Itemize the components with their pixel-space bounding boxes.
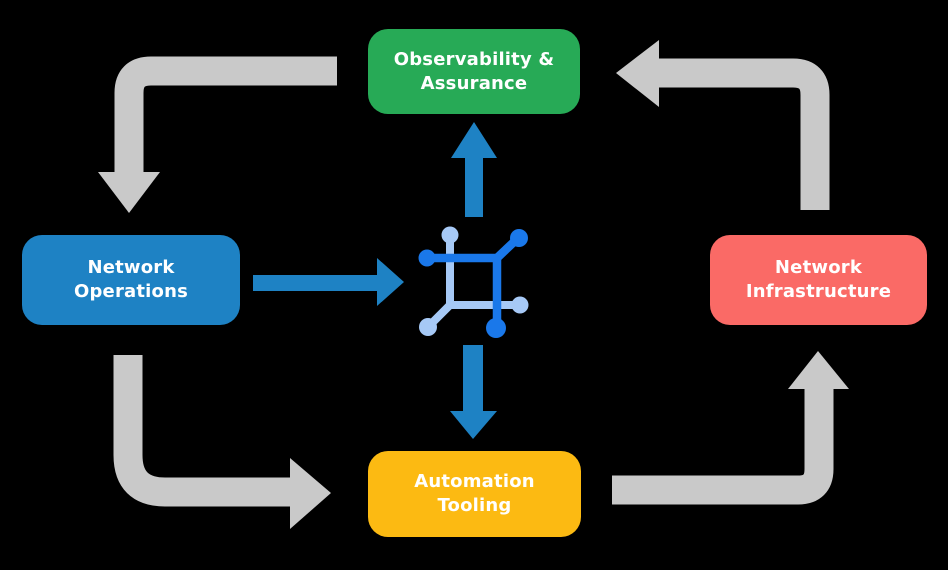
cycle-arrow-infrastructure-to-observability: [616, 40, 830, 210]
cycle-arrow-observability-to-operations: [98, 56, 337, 213]
network-topology-icon: [418, 226, 529, 338]
cycle-arrow-tooling-to-infrastructure: [612, 351, 849, 505]
flow-arrow-center-to-tooling: [450, 345, 497, 439]
node-observability-assurance-label: Observability & Assurance: [393, 48, 555, 94]
node-network-infrastructure-label: Network Infrastructure: [745, 257, 892, 302]
node-network-operations: Network Operations: [22, 235, 240, 325]
node-network-infrastructure: Network Infrastructure: [710, 235, 927, 325]
flow-arrow-operations-to-center: [253, 258, 404, 306]
node-automation-tooling: Automation Tooling: [368, 451, 581, 537]
node-observability-assurance: Observability & Assurance: [368, 29, 580, 114]
flow-arrow-center-to-observability: [451, 122, 497, 217]
cycle-arrow-operations-to-tooling: [113, 355, 331, 529]
node-automation-tooling-label: Automation Tooling: [414, 471, 535, 516]
node-network-operations-label: Network Operations: [73, 257, 189, 302]
